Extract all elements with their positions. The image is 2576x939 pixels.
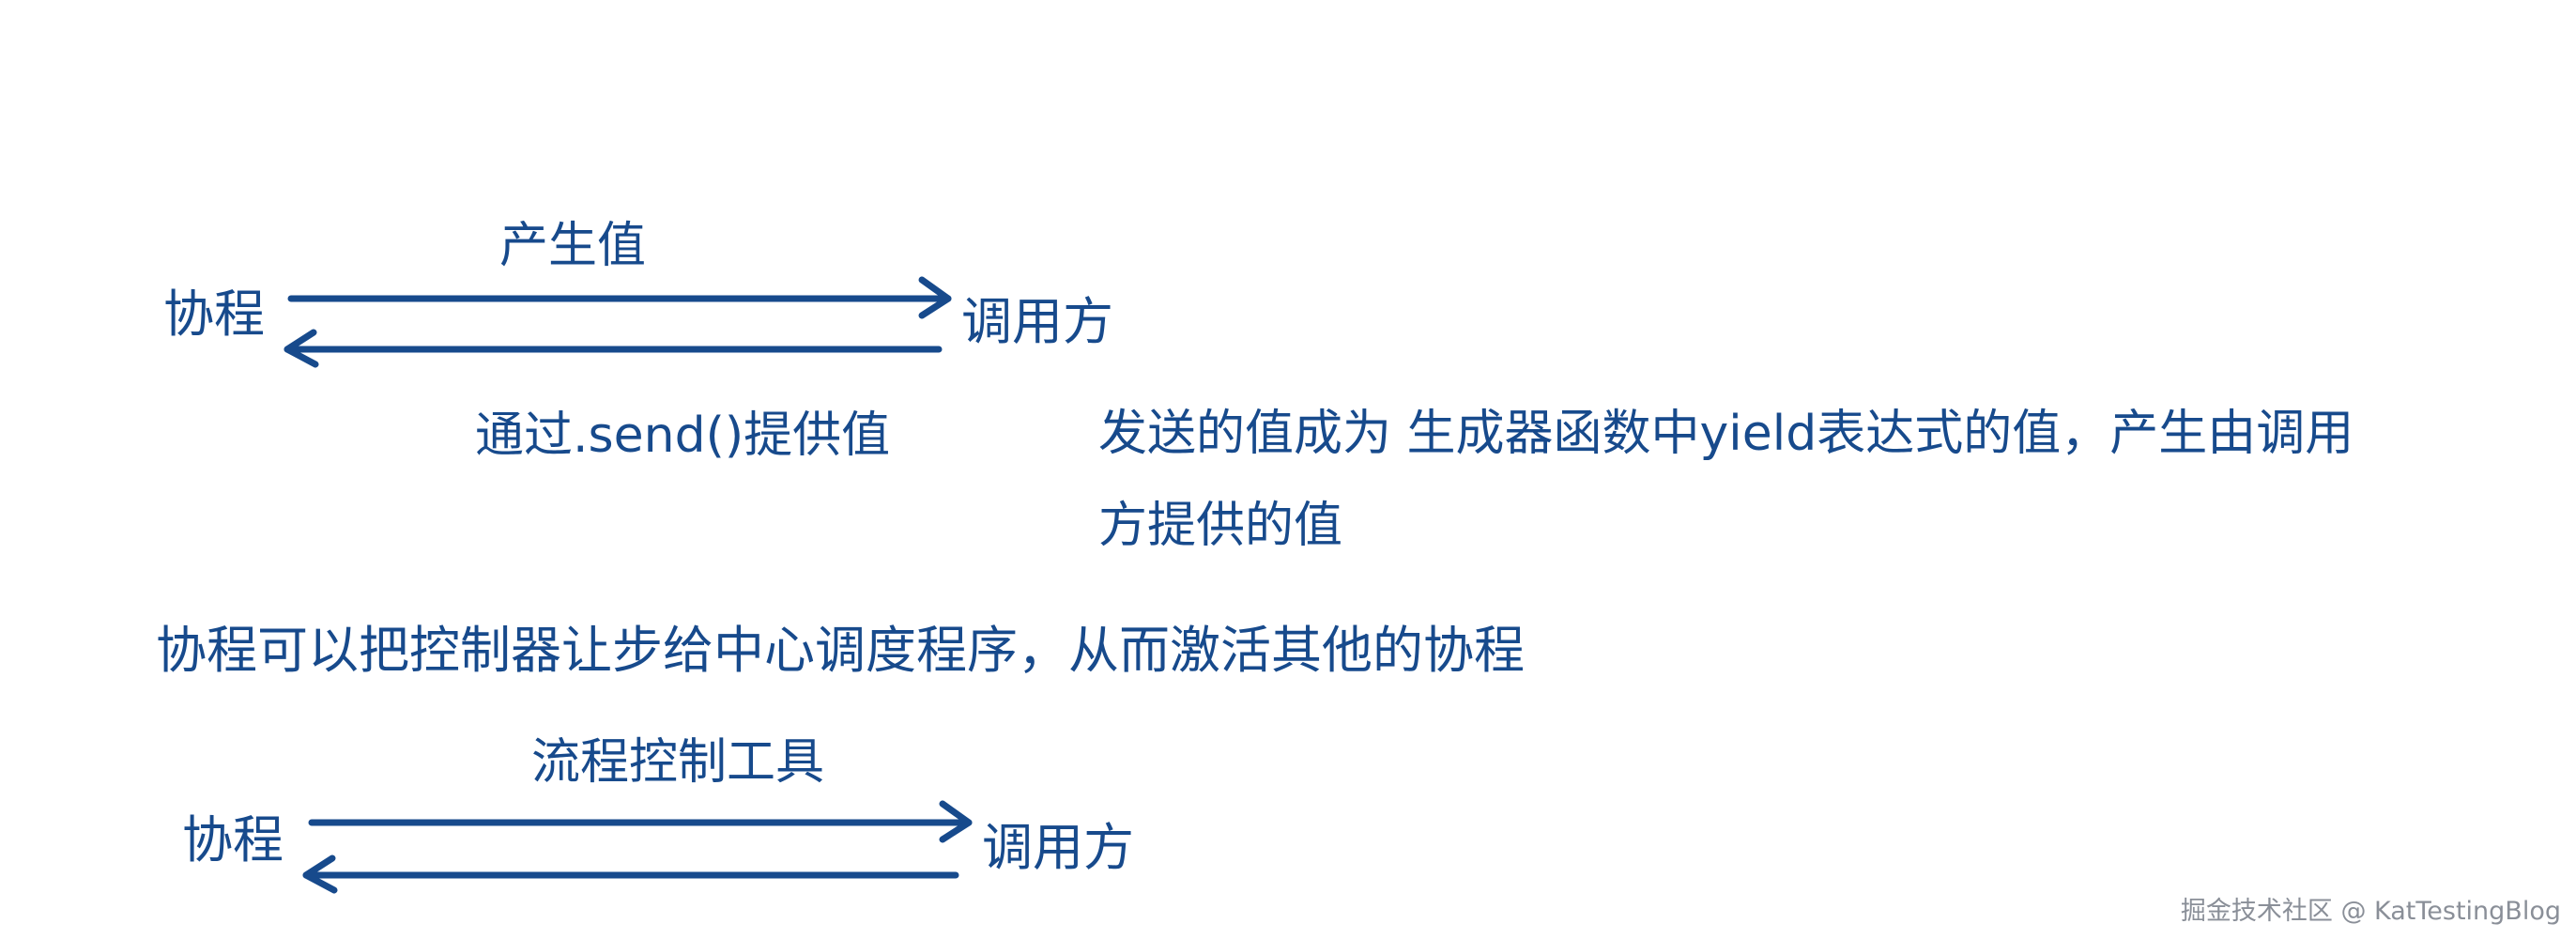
diagram1-note-line1: 发送的值成为 生成器函数中yield表达式的值，产生由调用 (1098, 406, 2354, 462)
diagram2-top-label: 流程控制工具 (531, 734, 825, 791)
diagram1-arrow-to-coroutine (284, 329, 943, 368)
diagram1-top-label: 产生值 (499, 218, 647, 274)
diagram1-coroutine-label: 协程 (163, 285, 265, 344)
diagram2-arrow-to-coroutine (302, 854, 959, 894)
diagram1-note-line2: 方提供的值 (1098, 498, 1343, 554)
watermark-text: 掘金技术社区 @ KatTestingBlog (2180, 897, 2561, 926)
diagram1-caller-label: 调用方 (961, 292, 1113, 351)
diagram2-arrow-to-caller (308, 800, 973, 843)
diagram1-bottom-label: 通过.send()提供值 (475, 408, 891, 464)
diagram1-arrow-to-caller (287, 276, 952, 319)
coroutine-scheduler-sentence: 协程可以把控制器让步给中心调度程序，从而激活其他的协程 (156, 621, 1525, 680)
diagram2-coroutine-label: 协程 (182, 810, 284, 870)
diagram2-caller-label: 调用方 (982, 818, 1134, 877)
